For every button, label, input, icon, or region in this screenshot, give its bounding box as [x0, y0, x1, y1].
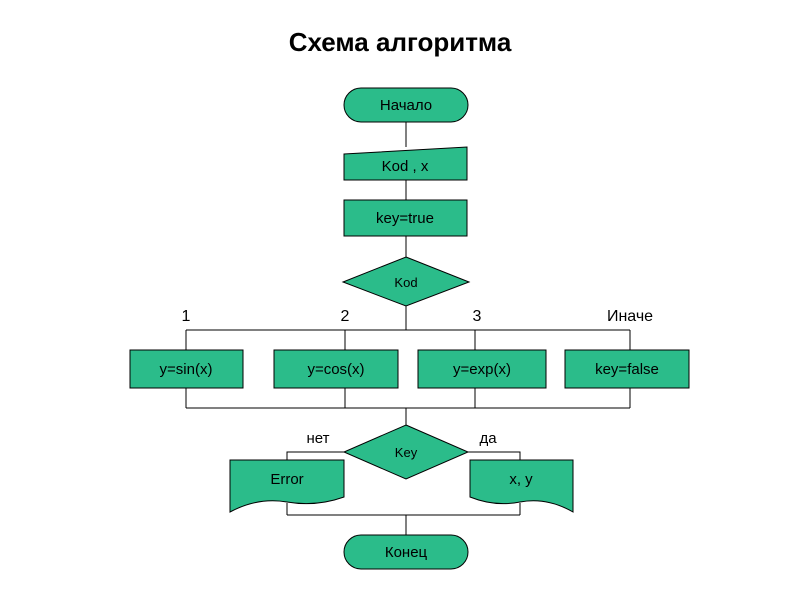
input-shape: [343, 146, 468, 181]
output-shape: [469, 459, 574, 513]
input-label: Kod , x: [382, 158, 429, 175]
error-shape: [229, 459, 345, 513]
check-block: Key: [342, 424, 470, 480]
error-block: Error: [229, 459, 345, 513]
end-shape: [343, 534, 469, 570]
case3-label: 3: [473, 308, 482, 325]
start-block: Начало: [343, 87, 469, 123]
output-block: x, y: [469, 459, 574, 513]
default-label: Иначе: [607, 308, 653, 325]
page-title: Схема алгоритма: [288, 27, 512, 57]
input-block: Kod , x: [343, 146, 468, 181]
case2-block: y=cos(x): [273, 349, 399, 389]
start-label: Начало: [380, 97, 432, 114]
error-text: Error: [270, 471, 303, 488]
case2-text: y=cos(x): [307, 361, 364, 378]
end-block: Конец: [343, 534, 469, 570]
start-shape: [343, 87, 469, 123]
yes-label: да: [479, 430, 497, 447]
init-shape: [343, 199, 468, 237]
case1-text: y=sin(x): [160, 361, 213, 378]
init-label: key=true: [376, 210, 434, 227]
check-shape: [342, 424, 470, 480]
output-text: x, y: [509, 471, 533, 488]
no-label: нет: [307, 430, 330, 447]
switch-shape: [341, 256, 471, 307]
init-block: key=true: [343, 199, 468, 237]
case2-shape: [273, 349, 399, 389]
connector-yes-branch: [468, 451, 521, 460]
connector-no-branch: [286, 451, 344, 460]
case2-label: 2: [341, 308, 350, 325]
case3-block: y=exp(x): [417, 349, 547, 389]
case1-shape: [129, 349, 244, 389]
default-text: key=false: [595, 361, 659, 378]
case3-text: y=exp(x): [453, 361, 511, 378]
case1-block: y=sin(x): [129, 349, 244, 389]
switch-block: Kod: [341, 256, 471, 307]
default-block: key=false: [564, 349, 690, 389]
case1-label: 1: [182, 308, 191, 325]
check-label: Key: [395, 445, 418, 460]
end-label: Конец: [385, 544, 428, 561]
connectors: [185, 122, 631, 535]
switch-label: Kod: [394, 275, 417, 290]
case3-shape: [417, 349, 547, 389]
default-shape: [564, 349, 690, 389]
